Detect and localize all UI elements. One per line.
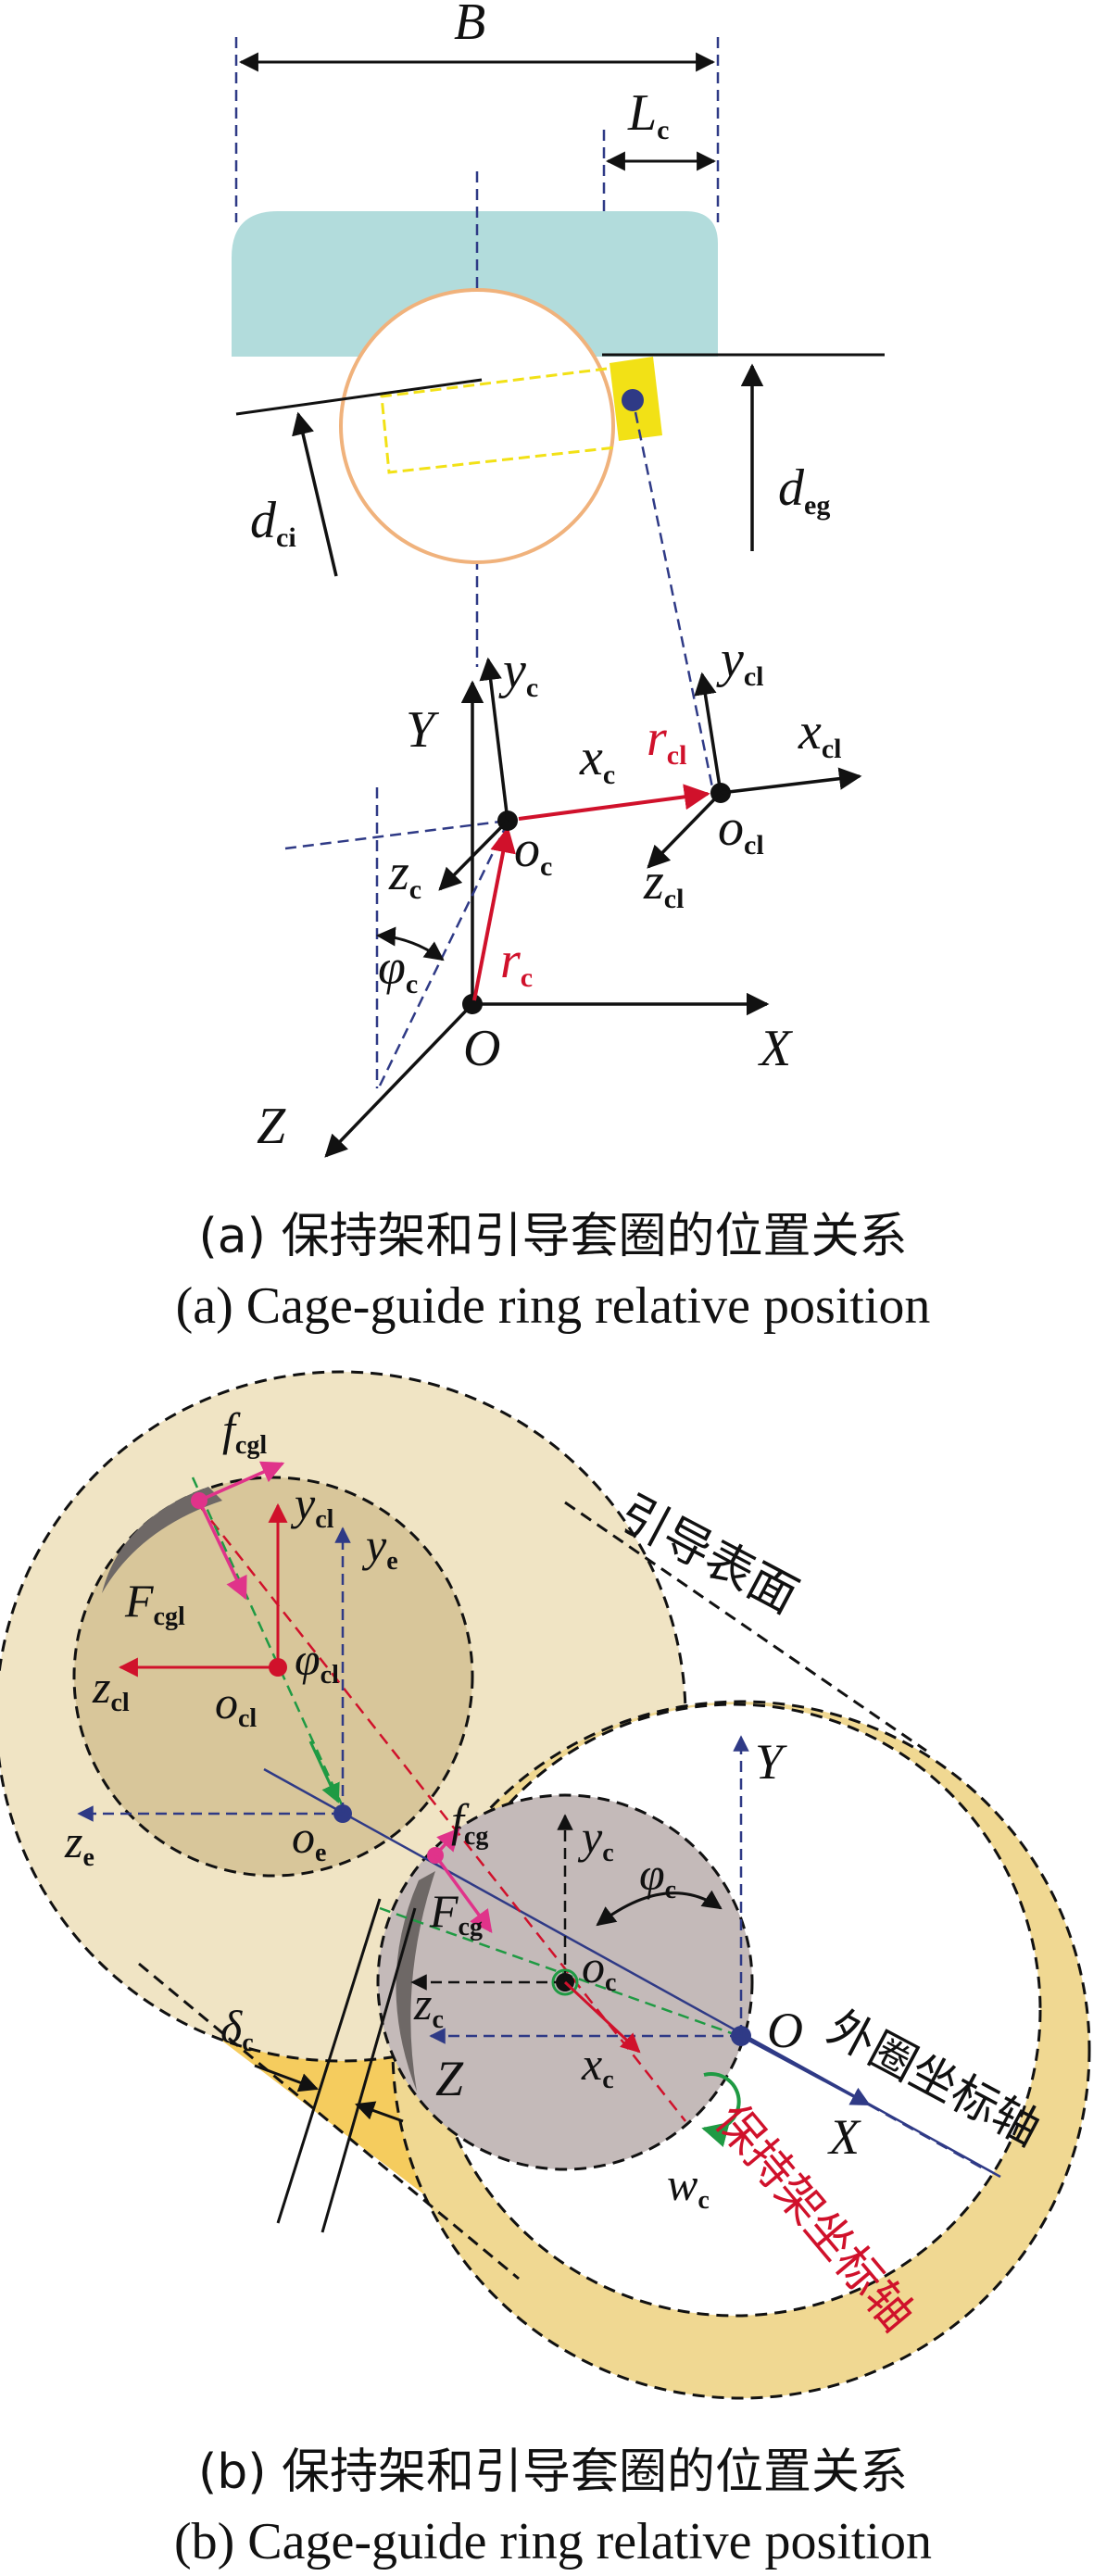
- label-zc: zc: [388, 844, 421, 905]
- wc-rotation-arrow: [701, 2072, 741, 2147]
- label-dci: dci: [250, 492, 296, 553]
- label-deg: deg: [778, 459, 830, 521]
- label-Y: Y: [406, 701, 440, 759]
- guide-ring-body: [232, 211, 718, 357]
- outer-axis-X-arrow: [740, 2034, 871, 2106]
- green-contact-line-top: [191, 1476, 346, 1812]
- label-Z: Z: [435, 2051, 464, 2106]
- label-Y: Y: [755, 1734, 787, 1790]
- oc-green-ring: [551, 1968, 579, 1996]
- cage-axis-line: [198, 1504, 686, 2122]
- inner-raceway-line: [235, 378, 483, 416]
- label-oc: oc: [582, 1941, 616, 1997]
- label-deltac: δc: [220, 2001, 254, 2057]
- label-xcl: xcl: [798, 703, 842, 764]
- axis-Z-global: [324, 1002, 474, 1158]
- fcg-arrow: [434, 1828, 460, 1857]
- rcl-vector: [518, 784, 710, 821]
- label-X: X: [827, 2109, 861, 2165]
- label-ye: ye: [361, 1519, 398, 1576]
- panel-b: Y O X Z 外圈坐标轴 yc zc oc xc φc wc 保持架坐标轴 f…: [0, 1370, 1091, 2570]
- axis-yc: [479, 657, 509, 822]
- label-ycl: ycl: [290, 1477, 334, 1534]
- caption-b-en: (b) Cage-guide ring relative position: [174, 2513, 932, 2570]
- guide-surface-edge-bottom: [138, 1962, 520, 2281]
- label-zcl: zcl: [92, 1661, 130, 1717]
- cage-contact-shade: [396, 1871, 435, 2092]
- label-rc: rc: [500, 932, 533, 993]
- label-yc: yc: [577, 1811, 614, 1867]
- label-phic: φc: [639, 1848, 676, 1904]
- cage-guide-point: [622, 389, 644, 411]
- guide-dashed-link: [634, 411, 715, 793]
- label-zc: zc: [413, 1978, 444, 2034]
- guide-surface-edge-top: [564, 1501, 927, 1753]
- deltac-arrow-in: [254, 2064, 319, 2092]
- label-xc: xc: [581, 2038, 614, 2094]
- fcgl-arrow: [198, 1461, 285, 1502]
- label-yc: yc: [498, 642, 538, 703]
- label-ocl: ocl: [215, 1677, 257, 1733]
- outer-axis-dashed-tail: [868, 2103, 983, 2169]
- label-Lc: Lc: [627, 84, 669, 145]
- label-X: X: [758, 1020, 794, 1077]
- roller-circle: [339, 288, 615, 564]
- green-arrow-to-oe: [308, 1740, 340, 1803]
- label-zcl: zcl: [643, 853, 684, 914]
- label-phicl: φcl: [295, 1633, 339, 1690]
- deltac-tangent-line-2: [320, 1907, 417, 2233]
- label-O: O: [463, 1020, 500, 1077]
- phic-arc-arrow: [375, 926, 445, 961]
- label-oc: oc: [514, 821, 552, 882]
- label-B: B: [454, 0, 485, 51]
- caption-a-cn: (a) 保持架和引导套圈的位置关系: [199, 1209, 908, 1264]
- axis-ycl: [694, 672, 723, 794]
- label-O: O: [767, 2003, 803, 2058]
- Fcgl-arrow: [197, 1500, 247, 1601]
- caption-b-cn: (b) 保持架和引导套圈的位置关系: [198, 2444, 908, 2500]
- axis-xc: [563, 1980, 641, 2054]
- label-ze: ze: [64, 1816, 94, 1872]
- rc-vector: [472, 826, 516, 1001]
- label-rcl: rcl: [647, 710, 686, 771]
- axis-xcl: [720, 767, 862, 795]
- label-wc: wc: [667, 2158, 710, 2215]
- green-contact-line-bottom: [379, 1906, 740, 2038]
- label-Fcg: Fcg: [429, 1885, 483, 1941]
- cage-pocket-outline: [380, 367, 617, 474]
- caption-a-en: (a) Cage-guide ring relative position: [176, 1277, 931, 1335]
- Fcg-arrow: [434, 1853, 493, 1933]
- panel-a: B Lc dci deg O X Y Z: [176, 0, 931, 1335]
- label-ocl: ocl: [718, 799, 764, 861]
- label-phic: φc: [378, 939, 418, 999]
- label-Fcgl: Fcgl: [124, 1575, 185, 1631]
- cage-frame-dashed-line: [284, 819, 509, 850]
- deltac-tangent-line-1: [276, 1898, 382, 2224]
- phic-arc-arrow: [596, 1890, 723, 1927]
- dci-arrow: [292, 411, 338, 577]
- axis-zcl: [647, 791, 723, 869]
- axis-zc: [438, 819, 509, 891]
- label-oe: oe: [292, 1811, 326, 1867]
- deltac-arrow-out: [355, 2101, 404, 2123]
- origin-O-dot: [462, 994, 483, 1014]
- label-xc: xc: [579, 729, 615, 790]
- label-Z: Z: [257, 1098, 286, 1155]
- label-ycl: ycl: [716, 631, 764, 692]
